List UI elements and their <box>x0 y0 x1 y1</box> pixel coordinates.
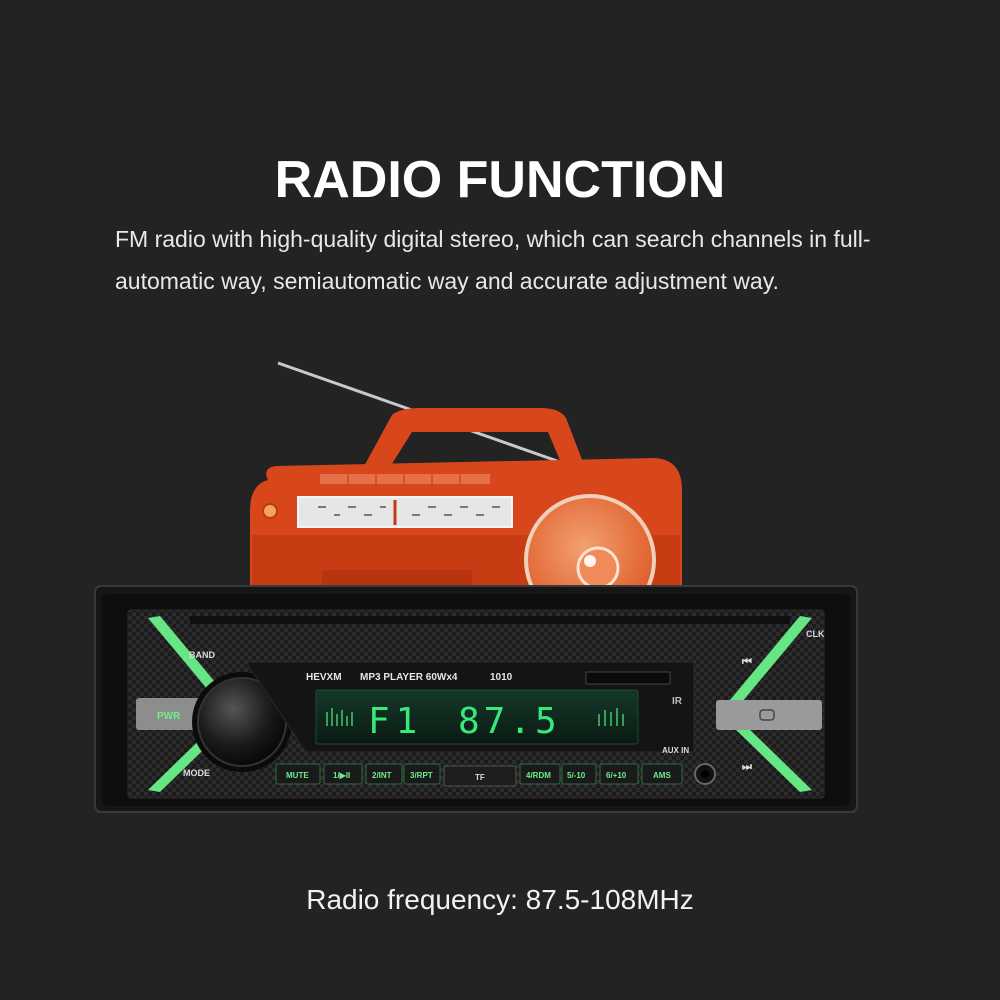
minus10-button[interactable] <box>561 763 597 785</box>
tf-button[interactable] <box>443 765 517 787</box>
display-mode: F1 <box>368 701 423 742</box>
rdm-button[interactable] <box>519 763 561 785</box>
next-track-icon[interactable]: ⏭ <box>742 761 752 773</box>
pwr-button[interactable] <box>136 698 206 730</box>
left-led-upper <box>148 616 230 702</box>
mute-button[interactable] <box>275 763 321 785</box>
pwr-label: PWR <box>157 711 181 722</box>
car-stereo: PWR HEVXM MP3 PLAYER 60Wx4 1010 IR F1 87… <box>94 585 858 813</box>
play-pause-button[interactable] <box>323 763 363 785</box>
play-pause-button-label: 1/▶II <box>333 771 350 780</box>
frequency-caption: Radio frequency: 87.5-108MHz <box>306 884 694 915</box>
ir-label: IR <box>672 696 683 707</box>
mute-button-label: MUTE <box>286 771 309 780</box>
plus10-button[interactable] <box>599 763 639 785</box>
display-frequency: 87.5 <box>458 701 561 742</box>
plus10-button-label: 6/+10 <box>606 771 627 780</box>
int-button[interactable] <box>365 763 403 785</box>
tf-button-label: TF <box>475 773 485 782</box>
radio-top-buttons <box>320 474 490 484</box>
clk-button[interactable]: CLK <box>806 629 825 639</box>
equalizer-bars-left <box>326 708 353 726</box>
aux-in-label: AUX IN <box>662 746 689 755</box>
radio-knob <box>262 503 278 519</box>
band-button[interactable]: BAND <box>189 650 215 660</box>
rpt-button-label: 3/RPT <box>410 771 433 780</box>
right-led-upper <box>730 616 812 702</box>
lock-icon <box>759 709 775 721</box>
prev-track-icon[interactable]: ⏮ <box>742 656 752 668</box>
ams-button-label: AMS <box>653 771 671 780</box>
sd-card-slot <box>585 671 671 685</box>
model-number-label: 1010 <box>490 672 513 683</box>
feature-description: FM radio with high-quality digital stere… <box>115 226 871 294</box>
equalizer-bars-right <box>598 708 624 726</box>
tuning-scale <box>297 496 513 528</box>
release-button[interactable] <box>716 700 822 730</box>
ams-button[interactable] <box>641 763 683 785</box>
minus10-button-label: 5/-10 <box>567 771 586 780</box>
right-led-lower <box>730 722 812 792</box>
page-title: RADIO FUNCTION <box>274 151 726 209</box>
brand-label: HEVXM <box>306 672 342 683</box>
radio-handle <box>362 408 586 470</box>
rdm-button-label: 4/RDM <box>526 771 551 780</box>
int-button-label: 2/INT <box>372 771 392 780</box>
rpt-button[interactable] <box>403 763 441 785</box>
mode-button[interactable]: MODE <box>183 768 210 778</box>
radio-illustration <box>250 361 682 626</box>
lcd-display <box>315 689 639 745</box>
model-line-label: MP3 PLAYER 60Wx4 <box>360 672 458 683</box>
